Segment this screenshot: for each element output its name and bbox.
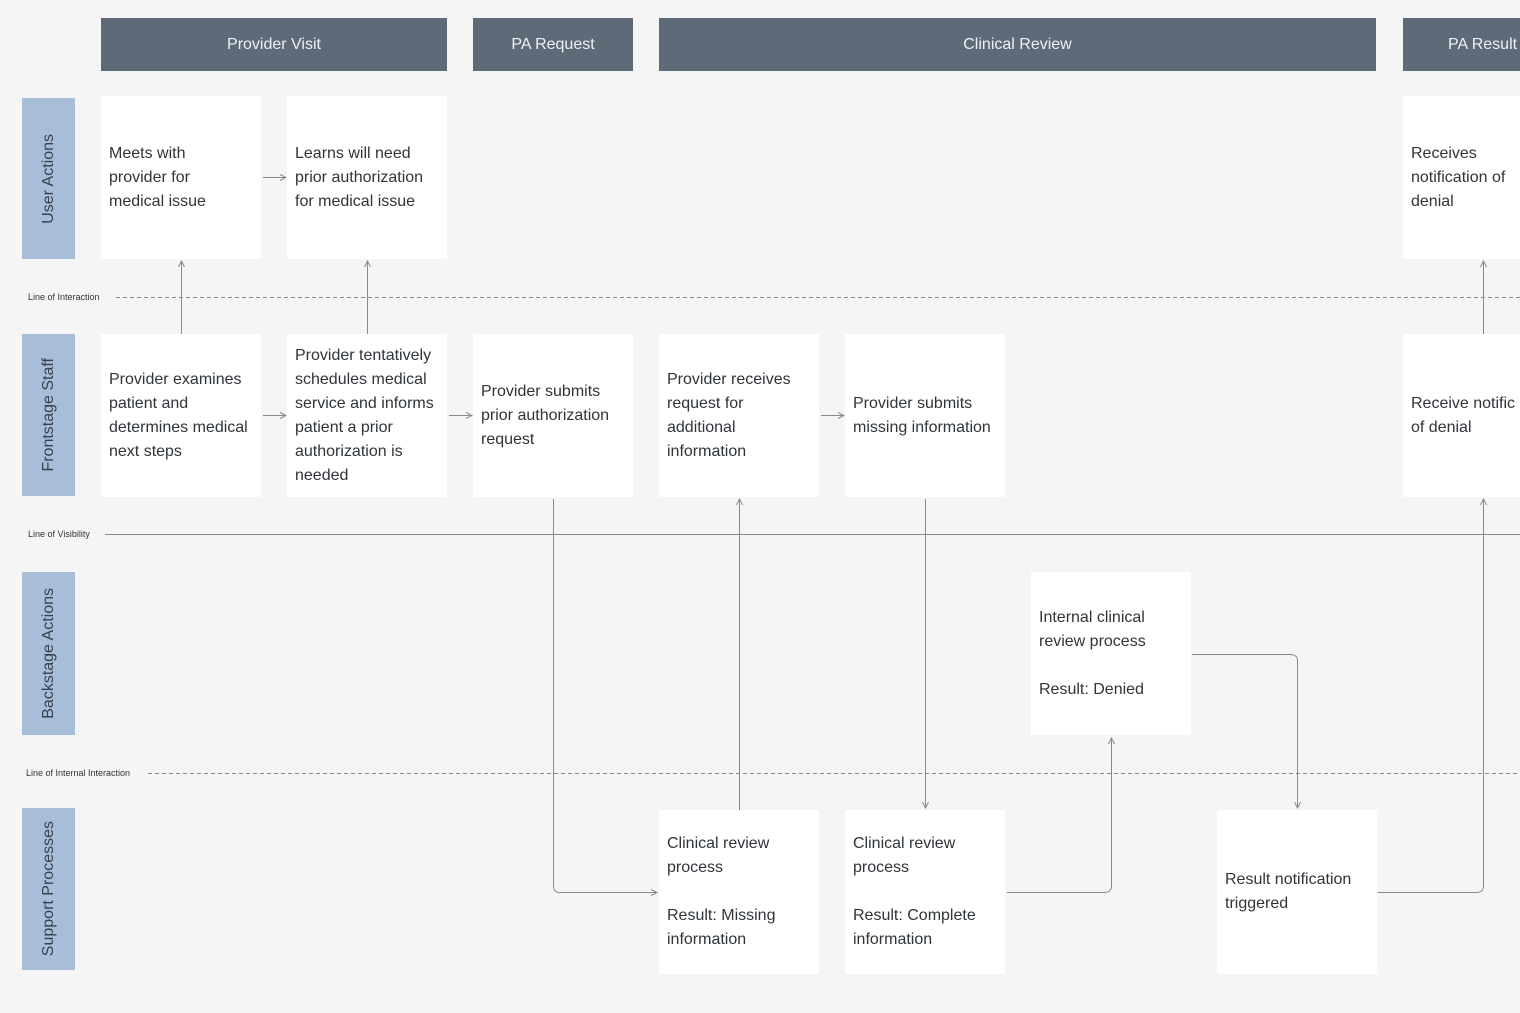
card-line: review process (1039, 632, 1146, 650)
lane-frontstage-staff: Frontstage Staff (22, 334, 75, 496)
connector-clinical-review-complete-to-internal-review (1007, 738, 1112, 893)
connector-internal-review-to-result-notification (1192, 654, 1298, 809)
card-paragraph: Learns will need prior authorization for… (295, 142, 439, 214)
card-line: authorization is (295, 442, 403, 460)
card-line: request for (667, 394, 744, 412)
card-paragraph: Meets with provider for medical issue (109, 142, 253, 214)
card-paragraph: Provider tentatively schedules medical s… (295, 344, 439, 488)
card-line: Result notification (1225, 871, 1352, 888)
card-line: Result: Missing (667, 907, 776, 924)
card-line: Result: Denied (1039, 680, 1144, 698)
connector-result-notification-to-receive-denial (1378, 499, 1484, 893)
card-provider-schedules-service: Provider tentatively schedules medical s… (287, 334, 447, 497)
card-paragraph: Provider submits missing information (853, 392, 997, 440)
card-provider-receives-request: Provider receives request for additional… (659, 334, 819, 497)
card-line: Receives (1411, 144, 1477, 162)
card-line: information (667, 442, 747, 460)
phase-pa-request: PA Request (473, 18, 633, 71)
card-paragraph: Result notification triggered (1225, 868, 1369, 916)
card-line: notification of (1411, 168, 1506, 186)
card-line: information (667, 931, 747, 948)
card-paragraph: Provider receives request for additional… (667, 368, 811, 464)
card-result-paragraph: Result: Missing information (667, 904, 811, 952)
card-clinical-review-missing-information: Clinical review process Result: Missing … (659, 810, 819, 974)
card-receives-notification-of-denial: Receives notification of denial (1403, 96, 1520, 259)
card-line: Provider examines (109, 370, 242, 388)
card-receive-notification-of-denial: Receive notific of denial (1403, 334, 1520, 497)
card-line: request (481, 430, 535, 448)
card-line: patient a prior (295, 418, 393, 436)
phase-label: Provider Visit (227, 35, 321, 53)
card-line: Provider tentatively (295, 346, 432, 364)
card-clinical-review-complete-information: Clinical review process Result: Complete… (845, 810, 1005, 974)
lane-user-actions: User Actions (22, 98, 75, 259)
card-result-paragraph: Result: Denied (1039, 678, 1183, 702)
card-paragraph: Clinical review process (667, 832, 811, 880)
lane-label: Backstage Actions (39, 588, 57, 719)
card-paragraph: Provider examines patient and determines… (109, 368, 253, 464)
card-line: Result: Complete (853, 907, 976, 924)
card-line: Clinical review (667, 835, 770, 852)
card-result-notification-triggered: Result notification triggered (1217, 810, 1377, 974)
connector-submits-pa-to-clinical-review-missing (553, 499, 658, 893)
card-line: Internal clinical (1039, 608, 1145, 626)
card-paragraph: Clinical review process (853, 832, 997, 880)
card-line: needed (295, 466, 349, 484)
card-line: Provider submits (481, 382, 601, 400)
lane-support-processes: Support Processes (22, 808, 75, 970)
card-provider-submits-pa-request: Provider submits prior authorization req… (473, 334, 633, 497)
phase-label: PA Result (1448, 35, 1518, 53)
card-line: information (853, 931, 933, 948)
lane-label: Frontstage Staff (39, 358, 57, 472)
card-learns-prior-authorization: Learns will need prior authorization for… (287, 96, 447, 259)
card-line: provider for (109, 168, 190, 186)
card-internal-clinical-review: Internal clinical review process Result:… (1031, 572, 1191, 735)
card-line: medical issue (109, 192, 206, 210)
card-line: patient and (109, 394, 189, 412)
card-line: Receive notific (1411, 394, 1516, 412)
card-paragraph: Internal clinical review process (1039, 606, 1183, 654)
card-line: denial (1411, 192, 1454, 210)
card-line: schedules medical (295, 370, 427, 388)
card-line: next steps (109, 442, 182, 460)
card-line: missing information (853, 418, 991, 436)
card-line: Provider receives (667, 370, 791, 388)
card-line: for medical issue (295, 192, 416, 210)
card-line: process (667, 859, 724, 876)
lane-label: User Actions (39, 133, 57, 224)
card-paragraph: Provider submits prior authorization req… (481, 380, 625, 452)
card-provider-examines-patient: Provider examines patient and determines… (101, 334, 261, 497)
card-line: determines medical (109, 418, 248, 436)
card-line: prior authorization (295, 168, 424, 186)
phase-label: Clinical Review (963, 35, 1072, 53)
lane-backstage-actions: Backstage Actions (22, 572, 75, 735)
line-of-internal-interaction-label: Line of Internal Interaction (26, 768, 131, 778)
card-line: prior authorization (481, 406, 610, 424)
lane-label: Support Processes (39, 821, 57, 957)
card-paragraph: Receive notific of denial (1411, 392, 1516, 440)
line-of-interaction-label: Line of Interaction (28, 292, 100, 302)
phase-label: PA Request (511, 35, 595, 53)
card-paragraph: Receives notification of denial (1411, 142, 1512, 214)
card-meets-with-provider: Meets with provider for medical issue (101, 96, 261, 259)
card-line: service and informs (295, 394, 434, 412)
line-of-visibility-label: Line of Visibility (28, 529, 90, 539)
phase-pa-result: PA Result (1403, 18, 1520, 71)
card-line: Clinical review (853, 835, 956, 852)
card-line: of denial (1411, 418, 1472, 436)
card-line: Provider submits (853, 394, 973, 412)
phase-provider-visit: Provider Visit (101, 18, 447, 71)
phase-clinical-review: Clinical Review (659, 18, 1376, 71)
card-line: process (853, 859, 910, 876)
card-line: Meets with (109, 144, 186, 162)
card-line: additional (667, 418, 736, 436)
card-provider-submits-missing-information: Provider submits missing information (845, 334, 1005, 497)
card-result-paragraph: Result: Complete information (853, 904, 997, 952)
card-line: triggered (1225, 895, 1289, 912)
card-line: Learns will need (295, 144, 411, 162)
